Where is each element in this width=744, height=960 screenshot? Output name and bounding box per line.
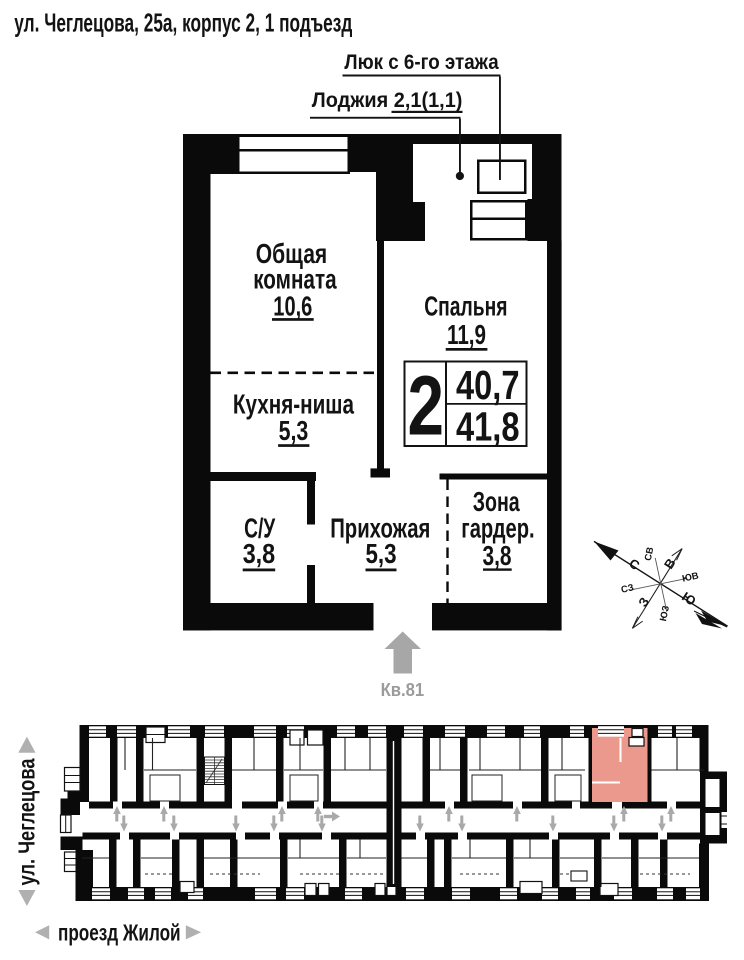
svg-text:Люк с 6-го этажа: Люк с 6-го этажа xyxy=(344,51,499,74)
svg-text:10,6: 10,6 xyxy=(273,290,312,321)
svg-text:ул. Чеглецова, 25а, корпус 2,: ул. Чеглецова, 25а, корпус 2, 1 подъезд xyxy=(14,8,352,38)
svg-text:41,8: 41,8 xyxy=(456,404,520,450)
svg-text:5,3: 5,3 xyxy=(366,538,397,569)
svg-text:Зона: Зона xyxy=(473,486,520,517)
svg-text:ЮВ: ЮВ xyxy=(681,570,700,584)
svg-text:ЮЗ: ЮЗ xyxy=(658,605,672,623)
svg-text:Лоджия 2,1(1,1): Лоджия 2,1(1,1) xyxy=(312,89,463,112)
svg-text:СВ: СВ xyxy=(643,546,657,562)
svg-text:5,3: 5,3 xyxy=(279,415,309,446)
svg-text:3,8: 3,8 xyxy=(243,538,276,569)
svg-text:11,9: 11,9 xyxy=(447,319,486,350)
svg-text:СЗ: СЗ xyxy=(620,582,635,595)
svg-text:Кухня-ниша: Кухня-ниша xyxy=(233,389,354,420)
svg-text:проезд Жилой: проезд Жилой xyxy=(58,920,181,946)
svg-text:Общая: Общая xyxy=(256,238,327,269)
svg-text:С/У: С/У xyxy=(244,513,275,544)
svg-text:2: 2 xyxy=(408,358,445,452)
svg-text:40,7: 40,7 xyxy=(456,362,520,408)
svg-text:Спальня: Спальня xyxy=(424,291,507,322)
svg-text:комната: комната xyxy=(253,264,337,295)
svg-text:Прихожая: Прихожая xyxy=(330,513,430,544)
svg-text:ул. Чеглецова: ул. Чеглецова xyxy=(14,758,40,885)
svg-text:Кв.81: Кв.81 xyxy=(381,679,425,700)
svg-text:гардер.: гардер. xyxy=(461,512,534,543)
svg-text:3,8: 3,8 xyxy=(483,540,512,571)
